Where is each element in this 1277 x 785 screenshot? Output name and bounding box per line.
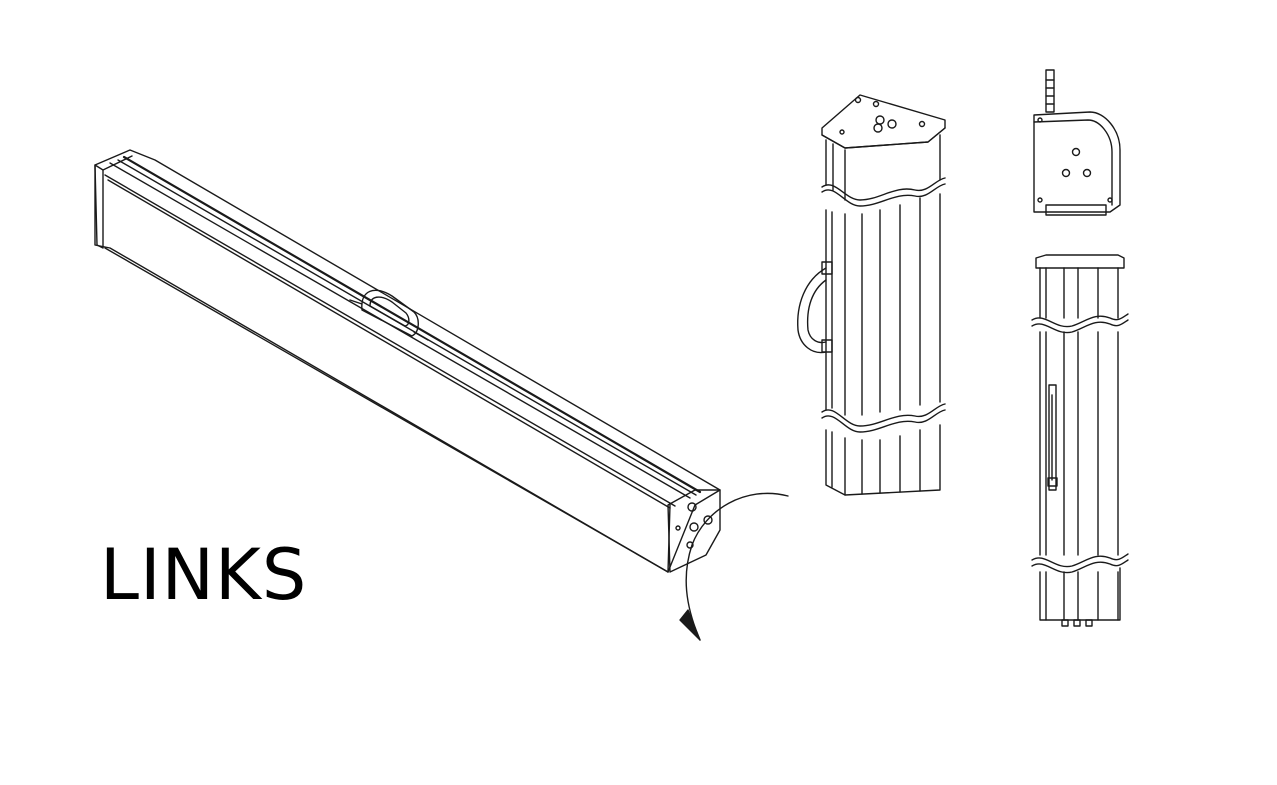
case-end-cap xyxy=(667,489,721,573)
case-side-view xyxy=(1031,254,1129,627)
orientation-label: LINKS xyxy=(100,534,308,616)
upright-handle xyxy=(797,261,833,354)
case-handle xyxy=(349,289,429,341)
case-upright-view xyxy=(797,94,946,496)
side-view-handle xyxy=(1047,384,1058,491)
case-end-view xyxy=(1033,69,1121,216)
rotation-arrow xyxy=(679,492,789,641)
case-isometric-view xyxy=(94,149,789,641)
